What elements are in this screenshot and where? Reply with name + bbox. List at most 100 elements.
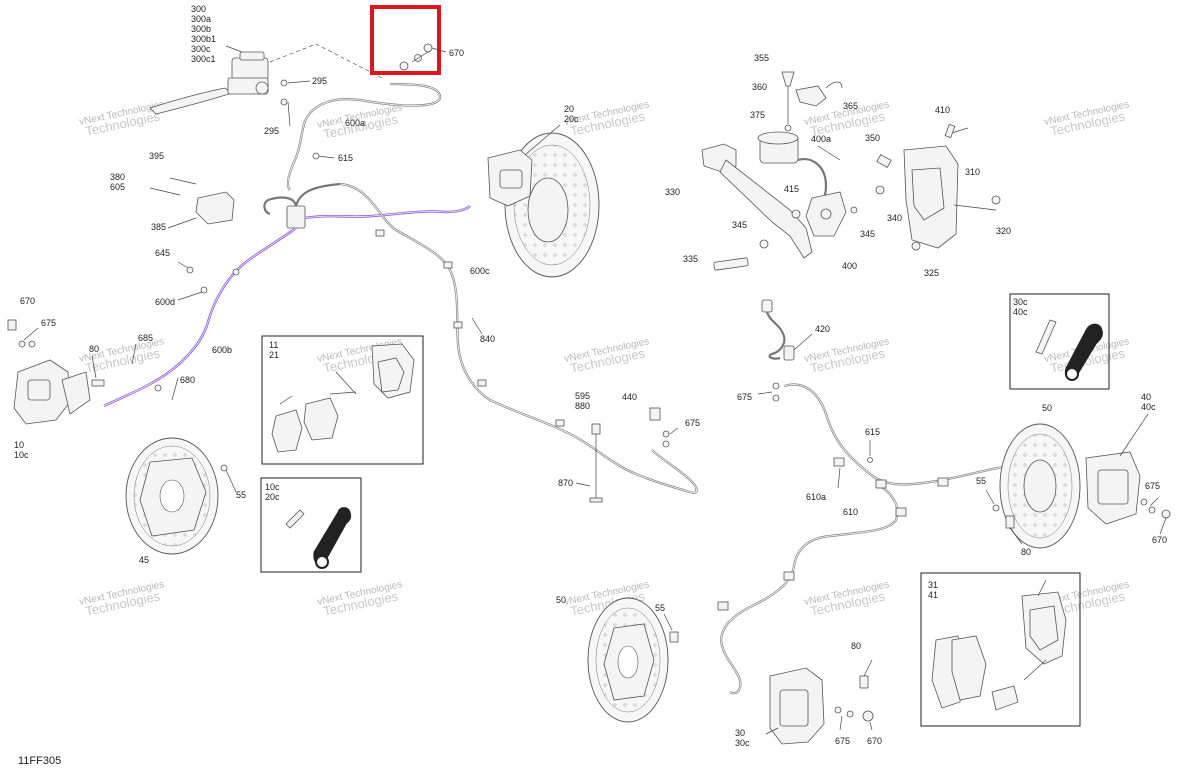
- callout-label: 50: [1042, 403, 1052, 413]
- callout-label: 675: [41, 318, 56, 328]
- callout-label: 335: [683, 254, 698, 264]
- callout-label: 55: [236, 490, 246, 500]
- leader: [575, 482, 591, 487]
- callout-label: 345: [732, 220, 747, 230]
- callout-label: 605: [110, 182, 125, 192]
- callout-label: 385: [151, 222, 166, 232]
- callout-label: 300a: [191, 14, 211, 24]
- callout-label: 595: [575, 391, 590, 401]
- fittings-mid[interactable]: [589, 407, 679, 503]
- callout-label: 300c: [191, 44, 211, 54]
- callout-label: 295: [312, 76, 327, 86]
- brake-line-600b[interactable]: [103, 205, 471, 408]
- callout-label: 675: [685, 418, 700, 428]
- leader: [171, 377, 179, 401]
- hose-600c[interactable]: [339, 182, 698, 494]
- callout-label: 310: [965, 167, 980, 177]
- callout-label: 675: [835, 736, 850, 746]
- callout-label: 40c: [1013, 307, 1028, 317]
- callout-label: 615: [865, 427, 880, 437]
- callout-label: 80: [851, 641, 861, 651]
- rear-brake-switch-420[interactable]: [757, 299, 813, 402]
- callout-label: 340: [887, 213, 902, 223]
- rear-right-disc-caliper[interactable]: [985, 413, 1171, 549]
- callout-label: 675: [1145, 481, 1160, 491]
- callout-label: 355: [754, 53, 769, 63]
- callout-label: 600a: [345, 118, 365, 128]
- callout-label: 880: [575, 401, 590, 411]
- front-master-cylinder[interactable]: [149, 45, 311, 127]
- callout-label: 345: [860, 229, 875, 239]
- callout-label: 30c: [1013, 297, 1028, 307]
- callout-label: 600c: [470, 266, 490, 276]
- callout-label: 365: [843, 101, 858, 111]
- callout-label: 295: [264, 126, 279, 136]
- callout-label: 415: [784, 184, 799, 194]
- distribution-block[interactable]: [263, 182, 341, 229]
- front-right-caliper-disc[interactable]: [487, 124, 600, 278]
- callout-label: 20c: [265, 492, 280, 502]
- callout-label: 400: [842, 261, 857, 271]
- callout-label: 41: [928, 590, 938, 600]
- callout-label: 21: [269, 350, 279, 360]
- callout-label: 350: [865, 133, 880, 143]
- inset-front-bleeder[interactable]: 10c 20c: [260, 477, 362, 573]
- callout-label: 610a: [806, 492, 826, 502]
- callout-label: 40c: [1141, 402, 1156, 412]
- bracket-385[interactable]: [149, 177, 235, 229]
- leader: [131, 343, 137, 365]
- callout-label: 615: [338, 153, 353, 163]
- callout-label: 645: [155, 248, 170, 258]
- highlight-box: [370, 5, 441, 75]
- callout-label: 50: [556, 595, 566, 605]
- callout-label: 30c: [735, 738, 750, 748]
- front-left-caliper[interactable]: [7, 319, 105, 425]
- brake-pedal-assembly[interactable]: [701, 71, 1001, 271]
- highlighted-part-670[interactable]: 670: [370, 5, 464, 75]
- callout-label: 300: [191, 4, 206, 14]
- callout-label: 680: [180, 375, 195, 385]
- callout-label: 400a: [811, 134, 831, 144]
- leader-dashed: [269, 43, 383, 79]
- callout-label: 420: [815, 324, 830, 334]
- callout-label: 600b: [212, 345, 232, 355]
- callout-label: 20: [564, 104, 574, 114]
- callout-label: 610: [843, 507, 858, 517]
- rear-left-caliper[interactable]: [765, 659, 874, 745]
- callout-label: 10c: [14, 450, 29, 460]
- callout-label: 80: [1021, 547, 1031, 557]
- callout-label: 670: [1152, 535, 1167, 545]
- callout-label: 375: [750, 110, 765, 120]
- inset-rear-bleeder[interactable]: 30c 40c: [1009, 293, 1110, 390]
- clip-645[interactable]: [177, 261, 208, 301]
- inset-front-pads[interactable]: 11 21: [261, 335, 424, 465]
- callout-label: 675: [737, 392, 752, 402]
- callout-label: 10: [14, 440, 24, 450]
- callout-label: 55: [976, 476, 986, 486]
- callout-label: 410: [935, 105, 950, 115]
- callout-label: 670: [20, 296, 35, 306]
- callout-label: 300b: [191, 24, 211, 34]
- callout-label: 20c: [564, 114, 579, 124]
- callout-master-cylinder: 300 300a 300b 300b1 300c 300c1 295 295: [191, 4, 327, 136]
- callout-label: 31: [928, 580, 938, 590]
- callout-label: 330: [665, 187, 680, 197]
- hose-600a[interactable]: [286, 82, 442, 191]
- callout-label: 870: [558, 478, 573, 488]
- callout-label: 40: [1141, 392, 1151, 402]
- callout-label: 300b1: [191, 34, 216, 44]
- callout-label: 10c: [265, 482, 280, 492]
- callout-label: 55: [655, 603, 665, 613]
- callout-label: 440: [622, 392, 637, 402]
- callout-label: 30: [735, 728, 745, 738]
- rear-left-disc[interactable]: [587, 597, 679, 723]
- front-left-disc[interactable]: [125, 437, 237, 555]
- diagram-code: 11FF305: [18, 755, 61, 767]
- callout-label: 300c1: [191, 54, 216, 64]
- callout-label: 670: [449, 48, 464, 58]
- callout-label: 685: [138, 333, 153, 343]
- callout-label: 395: [149, 151, 164, 161]
- inset-rear-pads[interactable]: 31 41: [920, 572, 1081, 727]
